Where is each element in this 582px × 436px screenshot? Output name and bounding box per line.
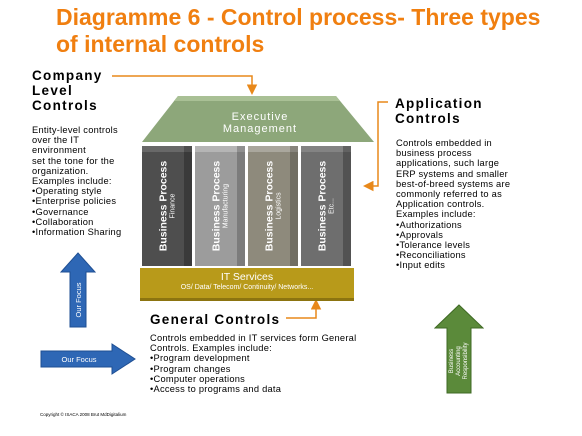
pillar-label: Business Process Manufacturing [211,161,230,251]
company-heading-line-3: Controls [32,98,98,113]
roof-label-line-2: Management [222,123,298,135]
application-line: best-of-breed systems are [396,178,511,189]
company-level-text: Entity-level controls over the IT enviro… [32,125,121,237]
company-line: over the IT [32,135,80,146]
pillar-label: Business Process Logistics [264,161,283,251]
application-line: •Approvals [396,229,444,240]
company-connector [112,75,258,95]
base-title: IT Services [220,271,274,283]
roof-label: Executive Management [180,111,340,135]
pillar-logistics: Business Process Logistics [248,146,298,266]
application-line: •Authorizations [396,219,462,230]
pillar-sub: Finance [169,193,177,219]
company-line: set the tone for the [32,155,115,166]
our-focus-vertical-label: Our Focus [73,282,83,318]
our-focus-right-arrow [40,343,136,375]
business-label-line-1: Business [448,348,455,374]
pillar-etc: Business Process Etc... [301,146,351,266]
pillar-sub: Manufacturing [222,183,230,229]
our-focus-horizontal-label: Our Focus [61,354,97,364]
roof-shape [142,96,374,142]
pillar-label: Business Process Finance [158,161,177,251]
application-line: commonly referred to as [396,189,502,200]
pillar-title: Business Process [157,160,170,252]
it-services-base: IT Services OS/ Data/ Telecom/ Continuit… [140,268,354,298]
pillar-finance: Business Process Finance [142,146,192,266]
general-line: Controls. Examples include: [150,343,272,354]
company-line: environment [32,145,86,156]
company-heading-line-1: Company [32,68,103,83]
application-heading: Application Controls [395,96,483,126]
company-line: •Enterprise policies [32,196,117,207]
general-line: •Access to programs and data [150,384,282,395]
application-line: •Tolerance levels [396,240,471,251]
general-line: Controls embedded in IT services form Ge… [150,333,357,343]
company-line: •Operating style [32,186,102,197]
application-line: business process [396,148,472,159]
general-line: •Computer operations [150,373,246,384]
pillar-manufacturing: Business Process Manufacturing [195,146,245,266]
business-label-line-3: Responsibility [462,342,469,380]
diagram-title: Diagramme 6 - Control process- Three typ… [56,4,576,58]
application-connector [363,101,388,192]
title-line-1: Diagramme 6 - Control process- Three typ… [56,4,541,30]
business-responsibility-label: Business Accounting Responsibility [444,319,474,403]
application-line: •Input edits [396,260,446,271]
general-connector [286,299,322,319]
company-line: •Collaboration [32,216,94,227]
company-line: •Governance [32,206,89,217]
application-line: Controls embedded in [396,138,492,148]
roof-label-line-1: Executive [231,111,289,123]
company-line: •Information Sharing [32,227,122,238]
our-focus-up-arrow [60,252,96,328]
pillar-sub: Logistics [275,192,283,220]
title-line-2: of internal controls [56,31,265,57]
application-line: ERP systems and smaller [396,168,509,179]
base-subtitle: OS/ Data/ Telecom/ Continuity/ Networks.… [180,284,314,291]
general-line: •Program changes [150,363,231,374]
application-line: Examples include: [396,209,476,220]
company-line: Entity-level controls [32,125,118,135]
business-label-line-2: Accounting [455,346,462,376]
application-heading-line-1: Application [395,96,483,111]
copyright-text: Copyright © ISACA 2008 Brut MdDigitalium [40,412,127,417]
company-level-heading: Company Level Controls [32,68,103,113]
company-heading-line-2: Level [32,83,74,98]
pillar-title: Business Process [263,160,276,252]
pillar-title: Business Process [316,160,329,252]
general-controls-heading: General Controls [150,312,281,327]
general-controls-text: Controls embedded in IT services form Ge… [150,333,356,394]
application-text: Controls embedded in business process ap… [396,138,510,271]
application-line: •Reconciliations [396,250,466,261]
general-line: •Program development [150,353,250,364]
business-responsibility-arrow [434,304,484,394]
company-line: Examples include: [32,176,112,187]
pillar-title: Business Process [210,160,223,252]
application-line: Application controls. [396,199,485,210]
pillar-sub: Etc... [328,198,336,214]
application-heading-line-2: Controls [395,111,461,126]
application-line: applications, such large [396,158,500,169]
pillar-label: Business Process Etc... [317,161,336,251]
company-line: organization. [32,165,89,176]
